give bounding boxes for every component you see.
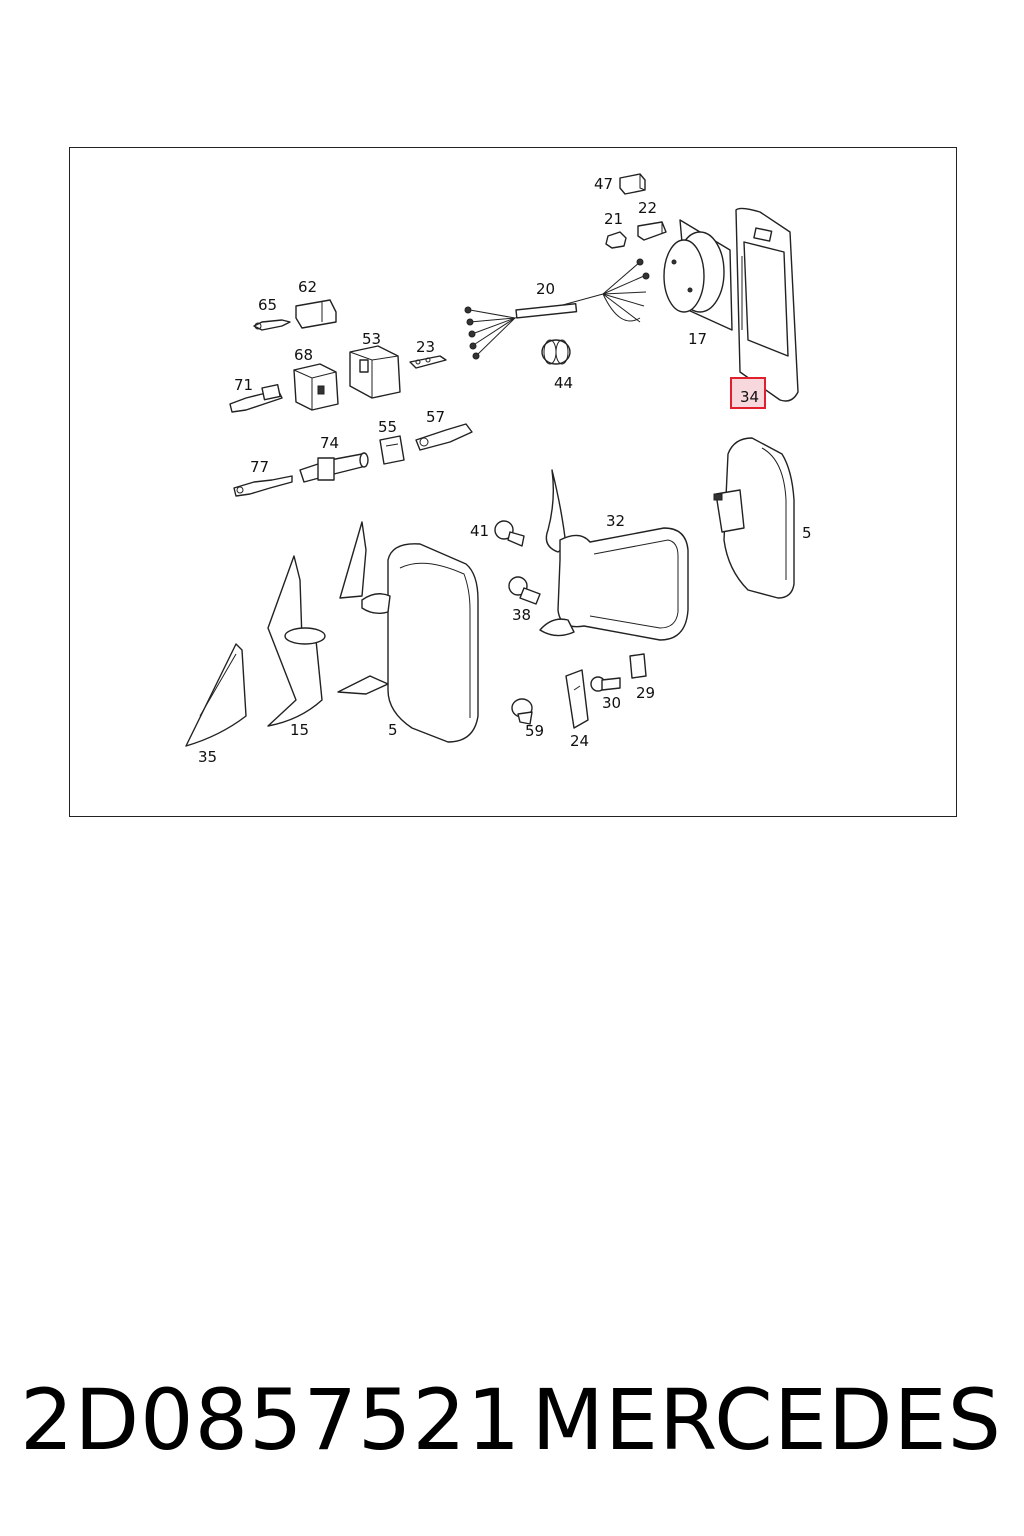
callout-41: 41 <box>470 522 489 540</box>
callout-17: 17 <box>688 330 707 348</box>
part-22-connector <box>637 221 667 241</box>
callout-44: 44 <box>554 374 573 392</box>
callout-5-right: 5 <box>802 524 812 542</box>
diagram-frame <box>69 147 957 817</box>
callout-15: 15 <box>290 721 309 739</box>
callout-30: 30 <box>602 694 621 712</box>
part-17-mirror-drive <box>663 219 733 331</box>
callout-53: 53 <box>362 330 381 348</box>
part-59-plug <box>511 698 533 725</box>
part-5-mirror-housing-right <box>713 437 795 599</box>
part-35-cover <box>185 643 247 747</box>
callout-77: 77 <box>250 458 269 476</box>
part-23-terminal-strip <box>409 355 447 369</box>
callout-20: 20 <box>536 280 555 298</box>
part-32-mirror-arm <box>539 469 689 641</box>
part-38-screw <box>508 576 541 605</box>
callout-65: 65 <box>258 296 277 314</box>
callout-5-left: 5 <box>388 721 398 739</box>
callout-62: 62 <box>298 278 317 296</box>
part-number: 2D0857521 <box>20 1371 522 1469</box>
part-24-bracket <box>565 669 589 729</box>
part-55-connector <box>379 435 405 465</box>
part-5-mirror-housing-left <box>337 521 479 743</box>
part-71-terminal <box>229 383 283 413</box>
part-20-wiring-harness <box>464 258 650 360</box>
callout-68: 68 <box>294 346 313 364</box>
callout-29: 29 <box>636 684 655 702</box>
callout-24: 24 <box>570 732 589 750</box>
callout-71: 71 <box>234 376 253 394</box>
callout-34: 34 <box>740 388 759 406</box>
part-15-mirror-base <box>267 555 326 727</box>
callout-74: 74 <box>320 434 339 452</box>
part-41-screw <box>494 520 525 547</box>
part-74-plug <box>299 452 369 483</box>
part-77-terminal <box>233 475 293 497</box>
part-62-connector <box>295 299 337 329</box>
part-53-housing <box>349 345 401 399</box>
part-68-housing <box>293 363 339 411</box>
footer: 2D0857521 MERCEDES <box>0 1370 1024 1470</box>
callout-38: 38 <box>512 606 531 624</box>
callout-59: 59 <box>525 722 544 740</box>
part-65-terminal <box>253 319 291 331</box>
brand-name: MERCEDES <box>531 1371 1002 1469</box>
callout-22: 22 <box>638 199 657 217</box>
callout-47: 47 <box>594 175 613 193</box>
part-47-connector <box>619 173 646 195</box>
callout-21: 21 <box>604 210 623 228</box>
part-57-plug <box>415 423 473 451</box>
part-44-grommet <box>541 339 571 365</box>
part-34-mirror-glass <box>735 207 799 402</box>
callout-34-highlight <box>730 377 766 409</box>
part-29-clip <box>629 653 647 679</box>
callout-32: 32 <box>606 512 625 530</box>
callout-55: 55 <box>378 418 397 436</box>
callout-57: 57 <box>426 408 445 426</box>
callout-23: 23 <box>416 338 435 356</box>
part-21-clip <box>605 231 627 249</box>
part-30-bolt <box>590 676 621 692</box>
callout-35: 35 <box>198 748 217 766</box>
